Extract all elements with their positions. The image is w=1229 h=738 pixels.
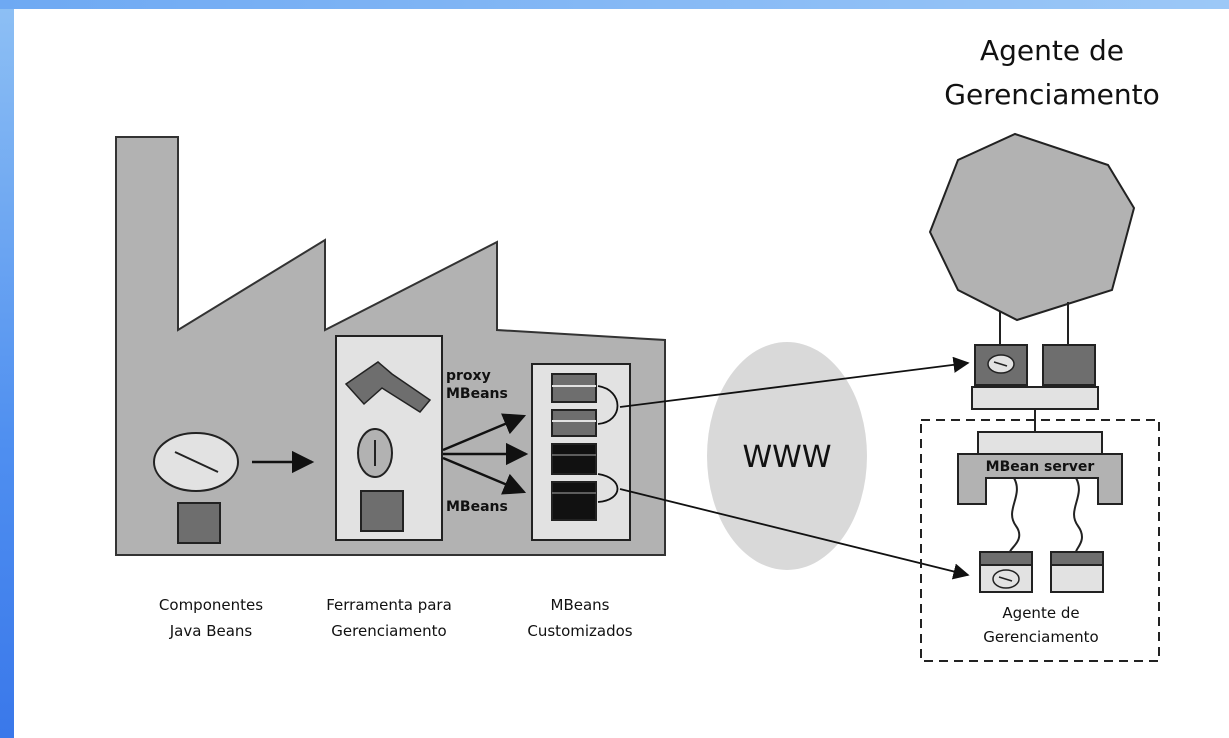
mbean-box-2 (551, 481, 597, 521)
tool-box-icon (360, 490, 404, 532)
agent-caption-line-1: Agente de (1002, 604, 1079, 622)
components-caption-line-1: Componentes (159, 596, 263, 614)
management-app-hexagon (928, 132, 1136, 322)
proxy-mbean-box-1 (551, 373, 597, 403)
bottom-captions: Componentes Java Beans Ferramenta para G… (159, 596, 633, 640)
arrow-proxy-to-remote-manager (619, 356, 970, 408)
components-caption-line-2: Java Beans (169, 622, 253, 640)
mbean-box-1 (551, 443, 597, 475)
mbean-bracket (597, 473, 619, 503)
proxy-mbean-box-2 (551, 409, 597, 437)
proxy-mbeans-label: MBeans (446, 386, 508, 402)
wavy-link-left (1009, 477, 1021, 553)
title-line-2: Gerenciamento (944, 78, 1159, 111)
www-label: WWW (743, 440, 832, 475)
gauge-needle (174, 451, 219, 473)
proxy-bracket (597, 385, 619, 425)
agent-caption-line-2: Gerenciamento (983, 628, 1098, 646)
slide-left-accent-bar (0, 0, 14, 738)
remote-adaptor-box (1042, 344, 1096, 386)
title: Agente de Gerenciamento (944, 34, 1159, 111)
title-line-1: Agente de (980, 34, 1124, 67)
mbean-server-label: MBean server (986, 459, 1095, 475)
mbeans-label: MBeans (446, 499, 508, 515)
bean-box-icon (177, 502, 221, 544)
agent-mbean-box-1-header (979, 551, 1033, 566)
custom-mbeans-panel (531, 363, 631, 541)
custom-caption-line-1: MBeans (551, 596, 610, 614)
www-cloud (707, 342, 867, 570)
tool-caption-line-2: Gerenciamento (331, 622, 446, 640)
java-beans-component (153, 432, 239, 544)
management-tool-panel (335, 335, 443, 541)
agent-mbean-box-2-header (1050, 551, 1104, 566)
wavy-link-right (1073, 477, 1083, 553)
arrow-tool-to-mbean-lower (442, 456, 527, 495)
mbean-server-top-plate (977, 431, 1103, 455)
agent-mbean-gauge-needle (998, 576, 1013, 582)
arrow-mbean-to-agent (619, 488, 970, 580)
mbean-server-frame (957, 453, 1123, 505)
slide-top-accent-bar (0, 0, 1229, 9)
proxy-label: proxy (446, 368, 491, 384)
remote-base-plate (971, 386, 1099, 410)
arrow-tool-to-mbean-upper (442, 413, 527, 452)
custom-caption-line-2: Customizados (527, 622, 632, 640)
remote-connector-gauge-needle (993, 361, 1008, 367)
hammer-icon (344, 361, 432, 413)
tool-caption-line-1: Ferramenta para (326, 596, 452, 614)
